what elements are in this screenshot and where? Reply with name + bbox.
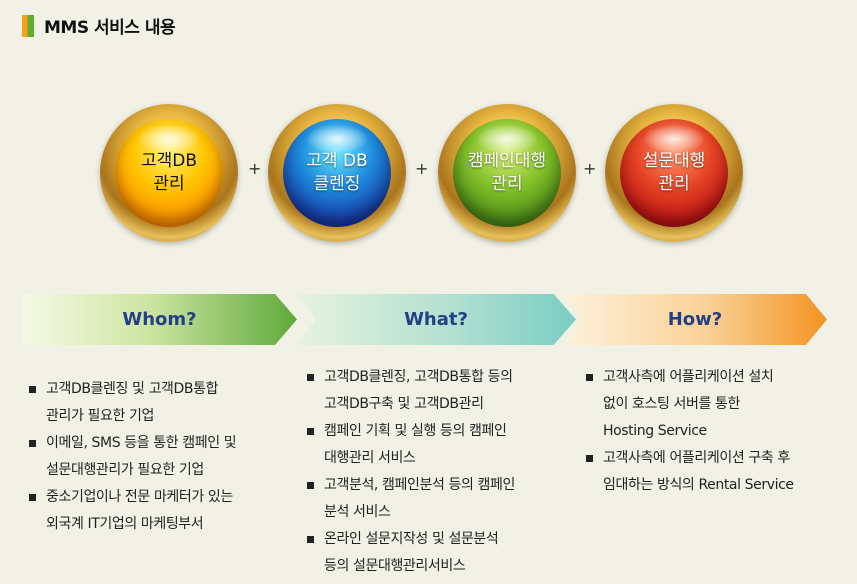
service-circle-campaign: 캠페인대행 관리: [438, 104, 576, 242]
plus-sign: +: [415, 159, 429, 178]
service-circle-customer-db: 고객DB 관리: [100, 104, 238, 242]
list-item: 고객분석, 캠페인분석 등의 캠페인 분석 서비스: [307, 472, 557, 526]
how-list: 고객사측에 어플리케이션 설치 없이 호스팅 서버를 통한 Hosting Se…: [586, 364, 836, 499]
service-circle-db-cleansing: 고객 DB 클렌징: [268, 104, 406, 242]
what-band: What?: [296, 294, 576, 345]
list-item: 고객DB클렌징 및 고객DB통합 관리가 필요한 기업: [29, 376, 284, 430]
whom-label: Whom?: [122, 309, 197, 330]
service-orb: 설문대행 관리: [620, 119, 728, 227]
service-circle-survey: 설문대행 관리: [605, 104, 743, 242]
list-item: 고객DB클렌징, 고객DB통합 등의 고객DB구축 및 고객DB관리: [307, 364, 557, 418]
list-item: 이메일, SMS 등을 통한 캠페인 및 설문대행관리가 필요한 기업: [29, 430, 284, 484]
service-label: 캠페인대행 관리: [467, 151, 547, 194]
plus-sign: +: [248, 159, 262, 178]
list-item-text: 캠페인 기획 및 실행 등의 캠페인 대행관리 서비스: [324, 423, 507, 466]
service-label: 고객 DB 클렌징: [306, 151, 368, 194]
list-item: 고객사측에 어플리케이션 구축 후 임대하는 방식의 Rental Servic…: [586, 445, 836, 499]
what-list: 고객DB클렌징, 고객DB통합 등의 고객DB구축 및 고객DB관리 캠페인 기…: [307, 364, 557, 580]
list-item: 중소기업이나 전문 마케터가 있는 외국계 IT기업의 마케팅부서: [29, 484, 284, 538]
list-item-text: 고객분석, 캠페인분석 등의 캠페인 분석 서비스: [324, 477, 515, 520]
service-orb: 캠페인대행 관리: [453, 119, 561, 227]
title-marker-icon: [22, 14, 34, 37]
list-item: 온라인 설문지작성 및 설문분석 등의 설문대행관리서비스: [307, 526, 557, 580]
how-band: How?: [563, 294, 827, 345]
list-item-text: 고객사측에 어플리케이션 설치 없이 호스팅 서버를 통한 Hosting Se…: [603, 369, 774, 439]
list-item: 고객사측에 어플리케이션 설치 없이 호스팅 서버를 통한 Hosting Se…: [586, 364, 836, 445]
service-label: 설문대행 관리: [642, 151, 706, 194]
list-item-text: 중소기업이나 전문 마케터가 있는 외국계 IT기업의 마케팅부서: [46, 489, 233, 532]
list-item-text: 이메일, SMS 등을 통한 캠페인 및 설문대행관리가 필요한 기업: [46, 435, 237, 478]
service-orb: 고객 DB 클렌징: [283, 119, 391, 227]
list-item-text: 온라인 설문지작성 및 설문분석 등의 설문대행관리서비스: [324, 531, 499, 574]
whom-list: 고객DB클렌징 및 고객DB통합 관리가 필요한 기업 이메일, SMS 등을 …: [29, 376, 284, 538]
service-label: 고객DB 관리: [140, 151, 198, 194]
how-label: How?: [667, 309, 723, 330]
section-header: MMS 서비스 내용: [22, 13, 176, 38]
service-orb: 고객DB 관리: [115, 119, 223, 227]
what-label: What?: [404, 309, 468, 330]
list-item-text: 고객DB클렌징, 고객DB통합 등의 고객DB구축 및 고객DB관리: [324, 369, 513, 412]
list-item-text: 고객DB클렌징 및 고객DB통합 관리가 필요한 기업: [46, 381, 219, 424]
whom-band: Whom?: [22, 294, 297, 345]
list-item-text: 고객사측에 어플리케이션 구축 후 임대하는 방식의 Rental Servic…: [603, 450, 794, 493]
list-item: 캠페인 기획 및 실행 등의 캠페인 대행관리 서비스: [307, 418, 557, 472]
page-title: MMS 서비스 내용: [44, 18, 176, 38]
plus-sign: +: [583, 159, 597, 178]
